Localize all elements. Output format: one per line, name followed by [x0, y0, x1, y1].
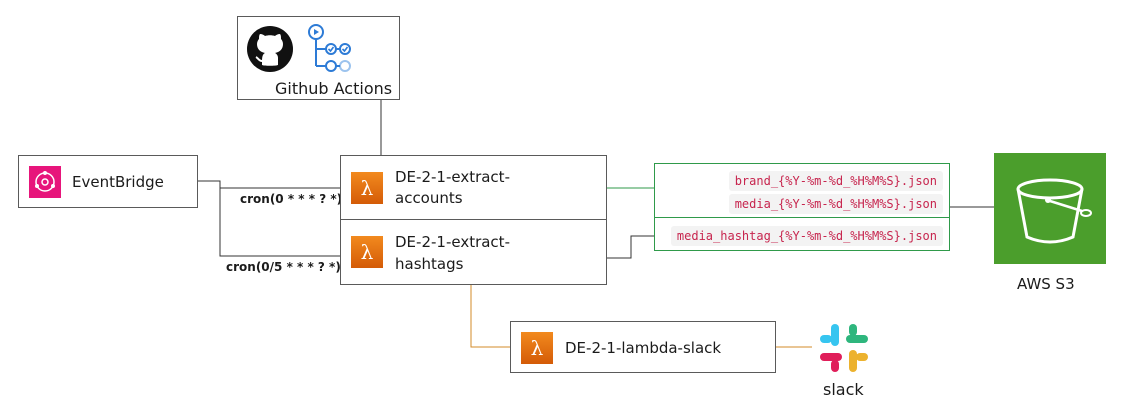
files-divider — [655, 217, 949, 218]
s3-label: AWS S3 — [1017, 275, 1075, 293]
github-actions-workflow-icon — [304, 21, 354, 75]
cron-accounts-label: cron(0 * * * ? *) — [240, 192, 343, 206]
media-file-chip: media_{%Y-%m-%d_%H%M%S}.json — [728, 194, 943, 214]
slack-label: slack — [823, 380, 864, 399]
extract-lambdas-group: λ DE-2-1-extract- accounts λ DE-2-1-extr… — [340, 155, 607, 285]
github-octocat-icon — [246, 25, 294, 73]
cron-hashtags-label: cron(0/5 * * * ? *) — [226, 260, 341, 274]
extract-hashtags-label-line1: DE-2-1-extract- — [395, 233, 510, 251]
github-actions-node: Github Actions — [237, 16, 400, 100]
eventbridge-node: EventBridge — [18, 155, 198, 208]
group-divider — [341, 219, 606, 220]
eventbridge-hashtags-connector — [219, 188, 340, 257]
lambda-icon: λ — [351, 172, 383, 204]
media-hashtag-file-chip: media_hashtag_{%Y-%m-%d_%H%M%S}.json — [670, 226, 943, 246]
github-actions-label: Github Actions — [275, 79, 393, 98]
hashtags-files-connector — [606, 235, 654, 259]
eventbridge-icon — [29, 166, 61, 198]
lambda-slack-connector — [470, 285, 510, 348]
slack-logo-icon — [818, 322, 870, 374]
lambda-slack-label: DE-2-1-lambda-slack — [565, 339, 722, 357]
eventbridge-accounts-connector — [198, 180, 340, 189]
s3-bucket-icon — [994, 153, 1106, 264]
extract-hashtags-label-line2: hashtags — [395, 255, 464, 273]
lambda-icon: λ — [351, 236, 383, 268]
lambda-icon: λ — [521, 332, 553, 364]
eventbridge-label: EventBridge — [72, 173, 164, 191]
extract-accounts-label-line2: accounts — [395, 189, 463, 207]
brand-file-chip: brand_{%Y-%m-%d_%H%M%S}.json — [728, 171, 943, 191]
lambda-slack-node: λ DE-2-1-lambda-slack — [510, 321, 776, 373]
extract-accounts-label-line1: DE-2-1-extract- — [395, 168, 510, 186]
output-files-group: brand_{%Y-%m-%d_%H%M%S}.json media_{%Y-%… — [654, 163, 950, 251]
